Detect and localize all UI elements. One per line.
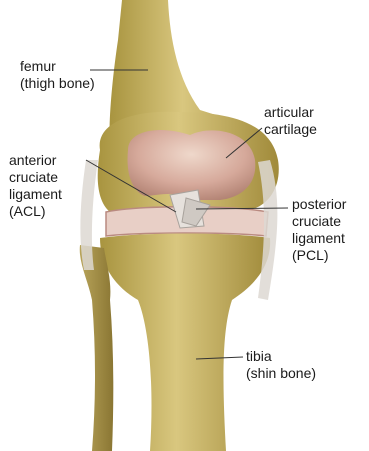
label-tibia: tibia (shin bone)	[246, 348, 316, 382]
label-pcl: posterior cruciate ligament (PCL)	[292, 196, 346, 264]
label-acl: anterior cruciate ligament (ACL)	[9, 152, 62, 220]
label-articular-cartilage: articular cartilage	[264, 104, 317, 138]
label-femur: femur (thigh bone)	[20, 58, 95, 92]
tibia-bone	[100, 234, 270, 451]
fibula-bone	[80, 245, 114, 451]
articular-cartilage	[128, 130, 256, 200]
